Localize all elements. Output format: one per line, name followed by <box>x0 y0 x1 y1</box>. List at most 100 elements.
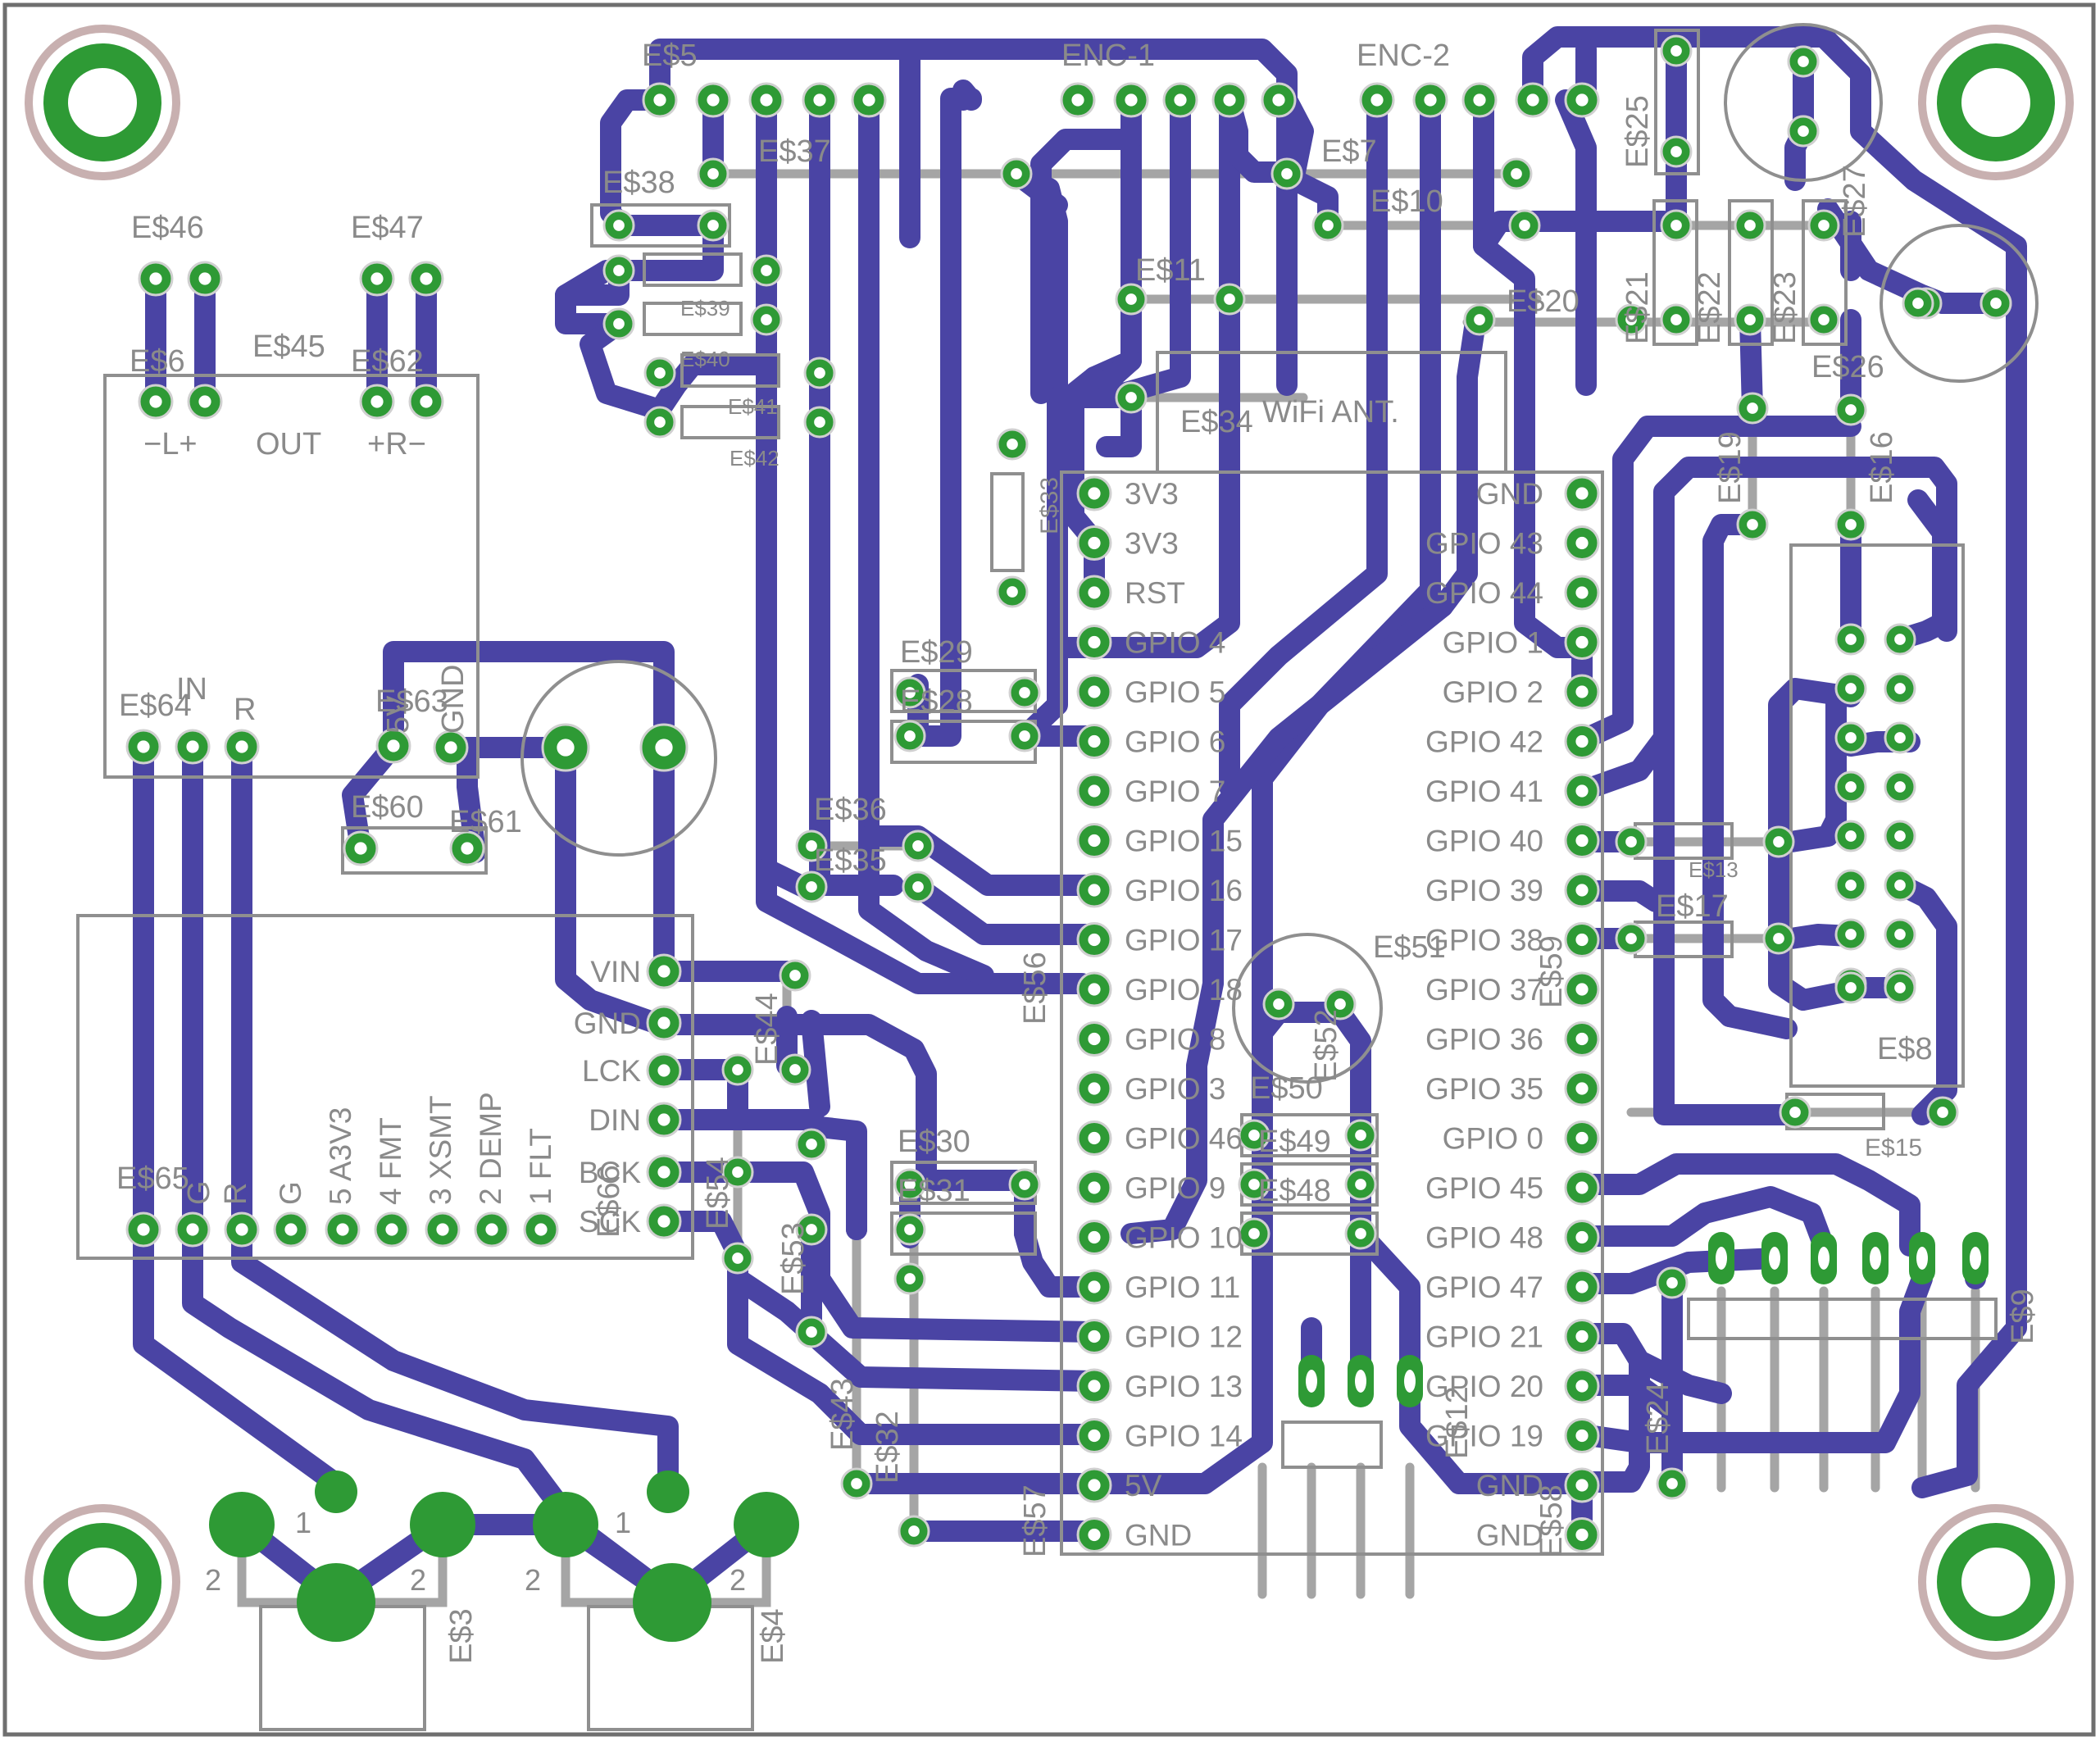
pad-hole <box>1894 982 1906 993</box>
mcu-right-label: GPIO 48 <box>1425 1221 1543 1255</box>
label-enc1: ENC-1 <box>1061 39 1155 73</box>
dac-bottom-label: 5 A3V3 <box>324 1107 357 1205</box>
pad-hole <box>1575 586 1589 599</box>
mcu-left-label: GPIO 3 <box>1125 1072 1225 1106</box>
label-es58: E$58 <box>1534 1484 1569 1557</box>
pad-hole <box>149 272 162 285</box>
pad-hole <box>1744 220 1756 231</box>
dac-bottom-label: 3 XSMT <box>424 1095 457 1205</box>
pad-hole <box>654 416 666 428</box>
label-es19: E$19 <box>1713 431 1748 504</box>
mcu-left-label: 3V3 <box>1125 477 1179 511</box>
pad-hole <box>1894 683 1906 694</box>
mcu-right-label: GPIO 1 <box>1443 626 1543 660</box>
pad-hole <box>613 220 625 231</box>
mcu-left-label: GPIO 6 <box>1125 725 1225 759</box>
pad-hole <box>1019 1179 1030 1190</box>
pad-hole <box>1670 45 1682 57</box>
pad-hole <box>1575 933 1589 947</box>
mcu-right-label: GPIO 0 <box>1443 1122 1543 1156</box>
pad-hole <box>1273 998 1284 1010</box>
pad-hole <box>1019 730 1030 742</box>
pad-hole <box>1666 1277 1678 1289</box>
label-es36: E$36 <box>814 793 887 827</box>
pad-hole <box>1769 1247 1780 1270</box>
pad-hole <box>1845 683 1857 694</box>
mcu-left-label: RST <box>1125 576 1185 610</box>
label-es48: E$48 <box>1258 1174 1331 1208</box>
pad-hole <box>1845 404 1857 416</box>
pad-hole <box>1007 586 1018 598</box>
pad-hole <box>904 1179 916 1190</box>
pad-hole <box>655 739 673 757</box>
pad-hole <box>1575 536 1589 550</box>
pad-hole <box>1575 1380 1589 1393</box>
pad-hole <box>1007 439 1018 450</box>
pad-hole <box>1575 1131 1589 1145</box>
pad-hole <box>904 1224 916 1235</box>
label-5v: 5V <box>381 695 416 734</box>
pads-layer <box>125 34 2012 1552</box>
label-wifi: WiFi ANT. <box>1262 395 1399 430</box>
pad-hole <box>1789 1107 1801 1118</box>
pad-hole <box>761 265 772 276</box>
pad-hole <box>420 272 433 285</box>
pad-hole <box>1511 168 1522 180</box>
label-es61: E$61 <box>449 805 522 839</box>
pad-hole <box>557 739 575 757</box>
mcu-left-label: GPIO 7 <box>1125 775 1225 808</box>
label-es17: E$17 <box>1656 889 1729 924</box>
mounting-hole <box>1918 25 2074 180</box>
label-es50: E$50 <box>1250 1071 1323 1106</box>
pad-hole <box>186 740 199 753</box>
label-es34: E$34 <box>1180 405 1253 439</box>
label-es9: E$9 <box>2006 1289 2040 1344</box>
label-es40: E$40 <box>680 347 730 371</box>
pad-hole <box>657 1215 670 1228</box>
pad-hole <box>1088 536 1101 550</box>
mcu-right-label: GND <box>1476 477 1543 511</box>
pad-hole <box>336 1223 349 1236</box>
pad-hole <box>657 1113 670 1126</box>
pad-hole <box>1716 1247 1727 1270</box>
jack-pad <box>315 1471 357 1513</box>
label-es8: E$8 <box>1877 1032 1933 1066</box>
mcu-right-label: GPIO 42 <box>1425 725 1543 759</box>
mcu-left-label: GPIO 14 <box>1125 1420 1243 1453</box>
mcu-right-label: GPIO 40 <box>1425 825 1543 858</box>
pad-hole <box>1223 93 1236 107</box>
label-es30: E$30 <box>898 1125 970 1159</box>
pad-hole <box>912 840 924 852</box>
pad-hole <box>1798 56 1809 67</box>
pad-hole <box>1526 93 1539 107</box>
pad-hole <box>1088 1528 1101 1542</box>
pad-hole <box>707 93 720 107</box>
pad-hole <box>1845 982 1857 993</box>
mcu-left-label: GPIO 17 <box>1125 924 1243 957</box>
pad-hole <box>1894 732 1906 743</box>
pad-hole <box>370 395 384 408</box>
pad-hole <box>235 740 248 753</box>
pad-hole <box>461 842 474 855</box>
pad-hole <box>1088 1181 1101 1194</box>
mcu-right-label: GPIO 44 <box>1425 576 1543 610</box>
mcu-left-label: GND <box>1125 1519 1192 1552</box>
label-dac-l: G <box>182 1180 216 1205</box>
pad-hole <box>1894 781 1906 793</box>
pad-hole <box>1125 392 1137 403</box>
pad-hole <box>1355 1228 1366 1239</box>
pad-hole <box>1970 1247 1981 1270</box>
pad-hole <box>1088 784 1101 798</box>
label-es65: E$65 <box>116 1161 189 1196</box>
dac-pin-label: VIN <box>590 955 641 989</box>
pad-hole <box>1322 220 1334 231</box>
pad-hole <box>1473 93 1486 107</box>
dac-bottom-label: 4 FMT <box>374 1117 407 1205</box>
pad-hole <box>613 318 625 330</box>
label-es41: E$41 <box>728 394 778 419</box>
label-es25: E$25 <box>1620 95 1655 168</box>
pad-hole <box>1334 998 1346 1010</box>
pad-hole <box>385 1223 398 1236</box>
label-es13: E$13 <box>1689 857 1739 882</box>
